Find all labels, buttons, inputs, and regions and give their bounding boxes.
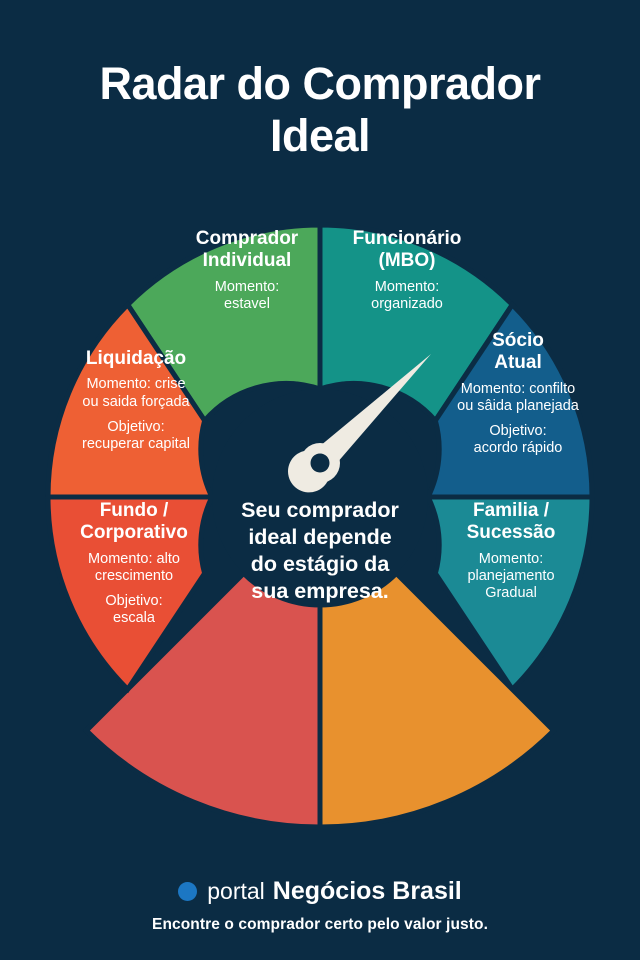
label-momento-line-1: Momento: alto <box>88 550 180 567</box>
gauge-needle <box>288 354 431 493</box>
label-momento-value: organizado <box>371 295 443 312</box>
label-objetivo-value: recuperar capital <box>82 435 190 452</box>
label-spacer <box>430 415 606 423</box>
label-title: Comprador Individual <box>195 228 299 272</box>
title-line-1: Radar do Comprador <box>99 58 541 109</box>
brand-lockup: portal Negócios Brasil <box>0 877 640 906</box>
sector-group <box>45 222 595 830</box>
center-line-2: ideal depende <box>248 525 392 549</box>
title-line-2: Ideal <box>269 110 371 161</box>
label-momento-line-1: Momento: confilto <box>460 380 576 397</box>
sector-fundo-corporativo[interactable] <box>45 494 217 694</box>
label-spacer <box>48 411 224 419</box>
label-momento-key: Momento: <box>214 278 280 295</box>
label-objetivo-value: escala <box>113 610 155 627</box>
radar-donut-chart <box>0 150 640 830</box>
label-momento-value: estavel <box>224 295 270 312</box>
label-momento-line-1: Momento: crise <box>86 376 186 393</box>
label-momento-key: Momento: <box>478 550 544 567</box>
label-objetivo-key: Objetivo: <box>107 418 165 435</box>
label-title: Funcionário (MBO) <box>352 228 462 272</box>
label-momento-line-2: ou saida forçada <box>82 393 190 410</box>
donut-svg <box>45 222 595 830</box>
label-socio-atual: Sócio Atual Momento: confilto ou sâida p… <box>430 330 606 457</box>
center-statement: Seu comprador ideal depende do estágio d… <box>203 497 437 605</box>
label-objetivo-value: acordo rápido <box>473 440 563 457</box>
label-momento-extra: Gradual <box>485 585 537 602</box>
brand-dot-icon <box>178 882 198 901</box>
brand-name-bold: Negócios Brasil <box>272 877 462 905</box>
label-momento-line-2: crescimento <box>94 567 174 584</box>
label-liquidacao: Liquidação Momento: crise ou saida força… <box>48 348 224 453</box>
label-title: Liquidação <box>85 348 187 369</box>
label-objetivo-key: Objetivo: <box>105 593 163 610</box>
donut-hub <box>212 389 428 605</box>
page-title: Radar do Comprador Ideal <box>0 58 640 162</box>
label-title: Sócio Atual <box>492 330 544 374</box>
label-objetivo-key: Objetivo: <box>489 423 547 440</box>
label-familia-sucessao: Familia / Sucessão Momento: planejamento… <box>428 500 594 602</box>
sector-liquidacao[interactable] <box>45 300 217 500</box>
label-momento-key: Momento: <box>374 278 440 295</box>
brand-name-light: portal <box>207 878 265 904</box>
label-comprador-individual: Comprador Individual Momento: estavel <box>162 228 332 313</box>
label-spacer <box>48 585 220 593</box>
center-line-4: sua empresa. <box>251 579 389 603</box>
center-line-3: do estágio da <box>250 552 390 576</box>
sector-familia-sucessao[interactable] <box>423 494 595 694</box>
footer-tagline: Encontre o comprador certo pelo valor ju… <box>152 916 488 933</box>
label-title: Familia / Sucessão <box>466 500 556 544</box>
center-line-1: Seu comprador <box>241 498 399 522</box>
label-fundo-corporativo: Fundo / Corporativo Momento: alto cresci… <box>48 500 220 627</box>
footer: portal Negócios Brasil Encontre o compra… <box>0 877 640 934</box>
label-momento-value: planejamento <box>467 567 555 584</box>
label-funcionario-mbo: Funcionário (MBO) Momento: organizado <box>322 228 492 313</box>
label-momento-line-2: ou sâida planejada <box>457 397 579 414</box>
label-title: Fundo / Corporativo <box>80 500 188 544</box>
sector-socio-atual[interactable] <box>423 300 595 500</box>
